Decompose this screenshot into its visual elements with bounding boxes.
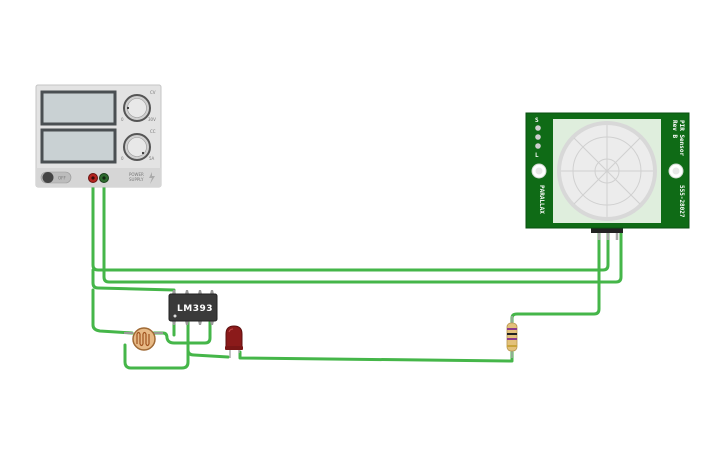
terminal-negative[interactable] [99, 173, 109, 183]
cc-tag: CC [150, 129, 156, 134]
pir-pin-label-l: L [535, 152, 539, 159]
wire-supply-to-ic-top[interactable] [91, 268, 176, 296]
pir-title: PIR Sensor [678, 120, 685, 157]
wires [91, 176, 623, 370]
lm393-chip[interactable]: LM393 [168, 290, 218, 325]
pir-brand: PARALLAX [538, 185, 545, 214]
power-switch-label: OFF [58, 176, 66, 181]
wire-supply-neg-to-pir[interactable] [102, 176, 623, 284]
wire-supply-pos-to-pir[interactable] [91, 176, 610, 272]
supply-brand-line1: POWER [129, 172, 144, 177]
resistor[interactable] [506, 316, 518, 358]
voltage-knob[interactable] [123, 94, 151, 122]
pir-part-number: 555-28027 [678, 185, 685, 218]
current-knob[interactable] [123, 133, 151, 161]
lightning-icon [149, 172, 155, 184]
terminal-positive[interactable] [88, 173, 98, 183]
current-knob-max: 5A [149, 156, 155, 161]
power-switch[interactable]: OFF [40, 171, 72, 184]
ic-pin1-marker [173, 314, 177, 318]
wire-ic-to-led[interactable] [186, 333, 230, 359]
voltage-knob-max: 30V [148, 117, 156, 122]
supply-brand-line2: SUPPLY [129, 177, 144, 182]
red-led[interactable] [225, 325, 243, 358]
pir-sensor[interactable]: S L PARALLAX PIR Sensor Rev B 555-28027 [525, 112, 690, 240]
voltage-display [40, 90, 117, 126]
pir-fresnel-pattern [561, 125, 653, 217]
ic-pins-top [172, 290, 214, 294]
pir-pin-header [591, 225, 623, 233]
voltage-knob-min: 0 [121, 117, 124, 122]
pir-pin-label-s: S [535, 117, 539, 124]
ic-pins-bottom [172, 321, 214, 325]
wire-ldr-loop[interactable] [123, 320, 190, 370]
pir-revision: Rev B [671, 120, 678, 138]
pir-jumper-pads [535, 125, 541, 149]
photoresistor[interactable] [124, 327, 163, 351]
wire-led-to-resistor[interactable] [238, 350, 514, 363]
wire-ldr-to-ic[interactable] [152, 320, 212, 345]
power-supply[interactable]: 0 30V CV 0 5A CC OFF POWER SUPPLY [35, 84, 162, 188]
wire-resistor-to-pir[interactable] [510, 230, 601, 324]
current-knob-min: 0 [121, 156, 124, 161]
cv-tag: CV [150, 90, 156, 95]
ic-label: LM393 [177, 304, 213, 314]
current-display [40, 128, 117, 164]
wire-supply-to-ldr[interactable] [91, 288, 134, 335]
